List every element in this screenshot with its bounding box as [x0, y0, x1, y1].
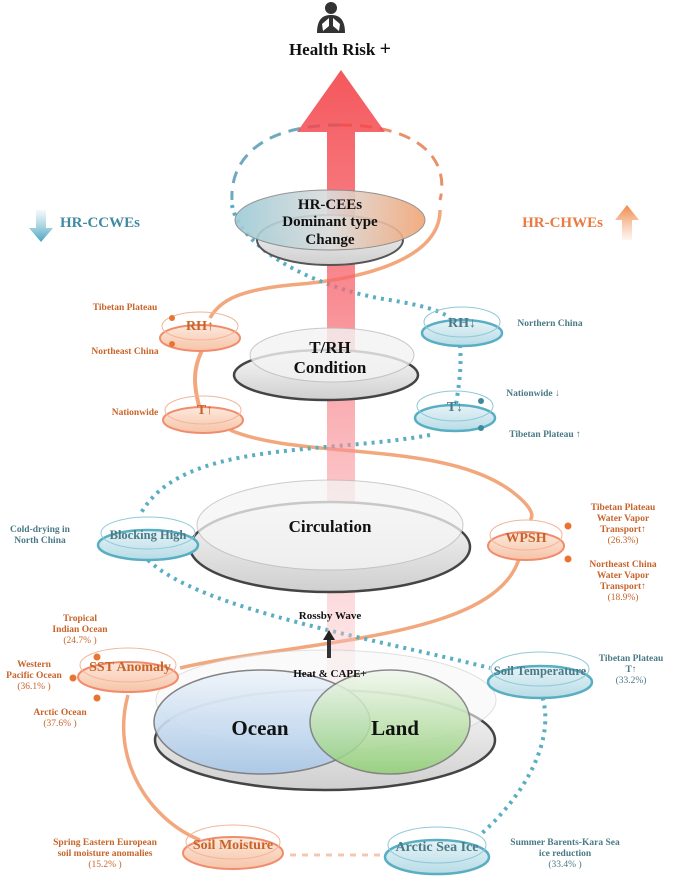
connectors: [121, 123, 548, 857]
note-nationwide-t-down: Nationwide ↓: [506, 389, 560, 399]
note-line: Tibetan Plateau: [590, 503, 656, 513]
note-line: Spring Eastern European: [53, 838, 157, 848]
circulation-label: Circulation: [288, 517, 372, 536]
note-northeast-water-vapor: Northeast China Water Vapor Transport↑ (…: [578, 560, 668, 604]
hr-chwes-up-arrow: [615, 205, 639, 240]
cool-rh-t: [454, 344, 463, 406]
health-risk-label: Health Risk: [288, 40, 376, 59]
person-lungs-icon: [317, 2, 345, 33]
warm-rh-t: [193, 343, 207, 411]
note-tibetan-water-vapor: Tibetan Plateau Water Vapor Transport↑ (…: [578, 503, 668, 547]
note-pct: (26.3%): [607, 535, 639, 546]
trh-condition-label: T/RH Condition: [265, 338, 395, 377]
note-line: Northeast China: [589, 560, 657, 570]
note-northeast-china-rh: Northeast China: [91, 347, 159, 357]
trh-disk: [232, 327, 420, 402]
hr-ccwes-label: HR-CCWEs: [59, 215, 140, 231]
sst-disk: [69, 647, 179, 702]
note-pct: (15.2% ): [88, 859, 122, 870]
soil-moisture-node: Soil Moisture: [192, 838, 274, 853]
soil-temperature-node: Soil Temperature: [493, 664, 587, 678]
note-line: Tibetan Plateau: [598, 654, 664, 664]
note-pct: (36.1% ): [17, 681, 51, 692]
warm-t-wpsh: [229, 428, 534, 522]
note-line: Transport↑: [600, 581, 646, 592]
soil-temperature-disk: [486, 651, 594, 700]
arctic-sea-ice-disk: [383, 826, 491, 876]
t-down-node: T↓: [446, 400, 464, 415]
note-pct: (33.4% ): [548, 859, 582, 870]
note-nationwide-t-up: Nationwide: [111, 408, 159, 418]
wpsh-disk: [487, 519, 572, 563]
note-arctic-ocean: Arctic Ocean (37.6% ): [20, 708, 100, 730]
land-label: Land: [371, 716, 419, 740]
warm-sst-soilmoisture: [121, 694, 201, 842]
hr-cees-line-2: Dominant type: [282, 214, 378, 231]
warm-dashed-arc: [339, 123, 444, 201]
note-barents-kara-sea: Summer Barents-Kara Sea ice reduction (3…: [500, 838, 630, 871]
note-tibetan-plateau-soil-t: Tibetan Plateau T↑ (33.2%): [590, 654, 672, 687]
note-tibetan-plateau-t: Tibetan Plateau ↑: [509, 430, 581, 440]
rh-up-disk: [159, 311, 241, 352]
note-line: ice reduction: [538, 848, 592, 859]
health-risk-title: Health Risk +: [250, 38, 430, 61]
t-up-disk: [162, 395, 244, 434]
hr-cees-line-1: HR-CEEs: [297, 197, 363, 213]
note-line: Cold-drying in: [10, 525, 70, 535]
rossby-arrow: [323, 630, 335, 658]
soil-moisture-disk: [182, 824, 284, 870]
blocking-high-node: Blocking High: [109, 528, 187, 542]
note-pct: (18.9%): [607, 592, 639, 603]
note-pct: (33.2%): [615, 675, 647, 686]
note-line: Western: [17, 660, 51, 670]
note-pct: (24.7% ): [63, 635, 97, 646]
cool-dashed-arc: [230, 123, 341, 201]
t-down-disk: [413, 390, 497, 433]
trh-line-1: T/RH: [309, 338, 351, 357]
t-up-node: T↑: [196, 403, 214, 418]
note-line: soil moisture anomalies: [57, 848, 153, 859]
note-northern-china: Northern China: [517, 319, 583, 329]
arctic-sea-ice-node: Arctic Sea Ice: [395, 840, 479, 855]
rossby-wave-label: Rossby Wave: [298, 610, 362, 622]
hr-chwes-label: HR-CHWEs: [522, 215, 603, 231]
heat-cape-label: Heat & CAPE+: [293, 668, 367, 680]
note-spring-eastern-european: Spring Eastern European soil moisture an…: [45, 838, 165, 871]
surface-disk: [153, 649, 497, 792]
cool-soiltemp-seaice: [478, 689, 548, 837]
note-line: Transport↑: [600, 524, 646, 535]
plus-icon: +: [379, 38, 392, 60]
warm-curve-top: [208, 209, 442, 319]
note-western-pacific-ocean: Western Pacific Ocean (36.1% ): [0, 660, 68, 693]
note-tropical-indian-ocean: Tropical Indian Ocean (24.7% ): [40, 614, 120, 647]
note-line: Summer Barents-Kara Sea: [510, 838, 620, 848]
rh-down-disk: [420, 306, 504, 348]
wpsh-node: WPSH: [505, 531, 547, 546]
ocean-label: Ocean: [231, 716, 289, 740]
note-cold-drying: Cold-drying in North China: [0, 525, 80, 547]
note-line: Tropical: [63, 614, 97, 624]
note-line: North China: [14, 535, 66, 546]
circulation-disk: [188, 479, 472, 594]
hr-cees-line-3: Change: [305, 231, 355, 248]
blocking-high-disk: [96, 516, 200, 562]
rh-up-node: RH↑: [186, 319, 214, 334]
note-line: Arctic Ocean: [33, 708, 87, 718]
sst-anomaly-node: SST Anomaly: [89, 660, 171, 675]
hr-cees-disk: [234, 189, 426, 266]
hr-ccwes-down-arrow: [29, 210, 53, 242]
rh-down-node: RH↓: [448, 316, 476, 331]
note-line: Pacific Ocean: [6, 670, 62, 681]
hr-cees-label: HR-CEEs Dominant type Change: [250, 197, 410, 249]
trh-line-2: Condition: [293, 357, 367, 377]
note-line: Water Vapor: [596, 513, 650, 524]
land-ellipse: [309, 669, 471, 775]
cool-blocking-soiltemp: [146, 558, 491, 670]
note-line: Indian Ocean: [52, 624, 108, 635]
note-pct: (37.6% ): [43, 718, 77, 729]
note-line: T↑: [625, 664, 637, 675]
note-line: Water Vapor: [596, 570, 650, 581]
note-tibetan-plateau-rh: Tibetan Plateau: [92, 303, 158, 313]
